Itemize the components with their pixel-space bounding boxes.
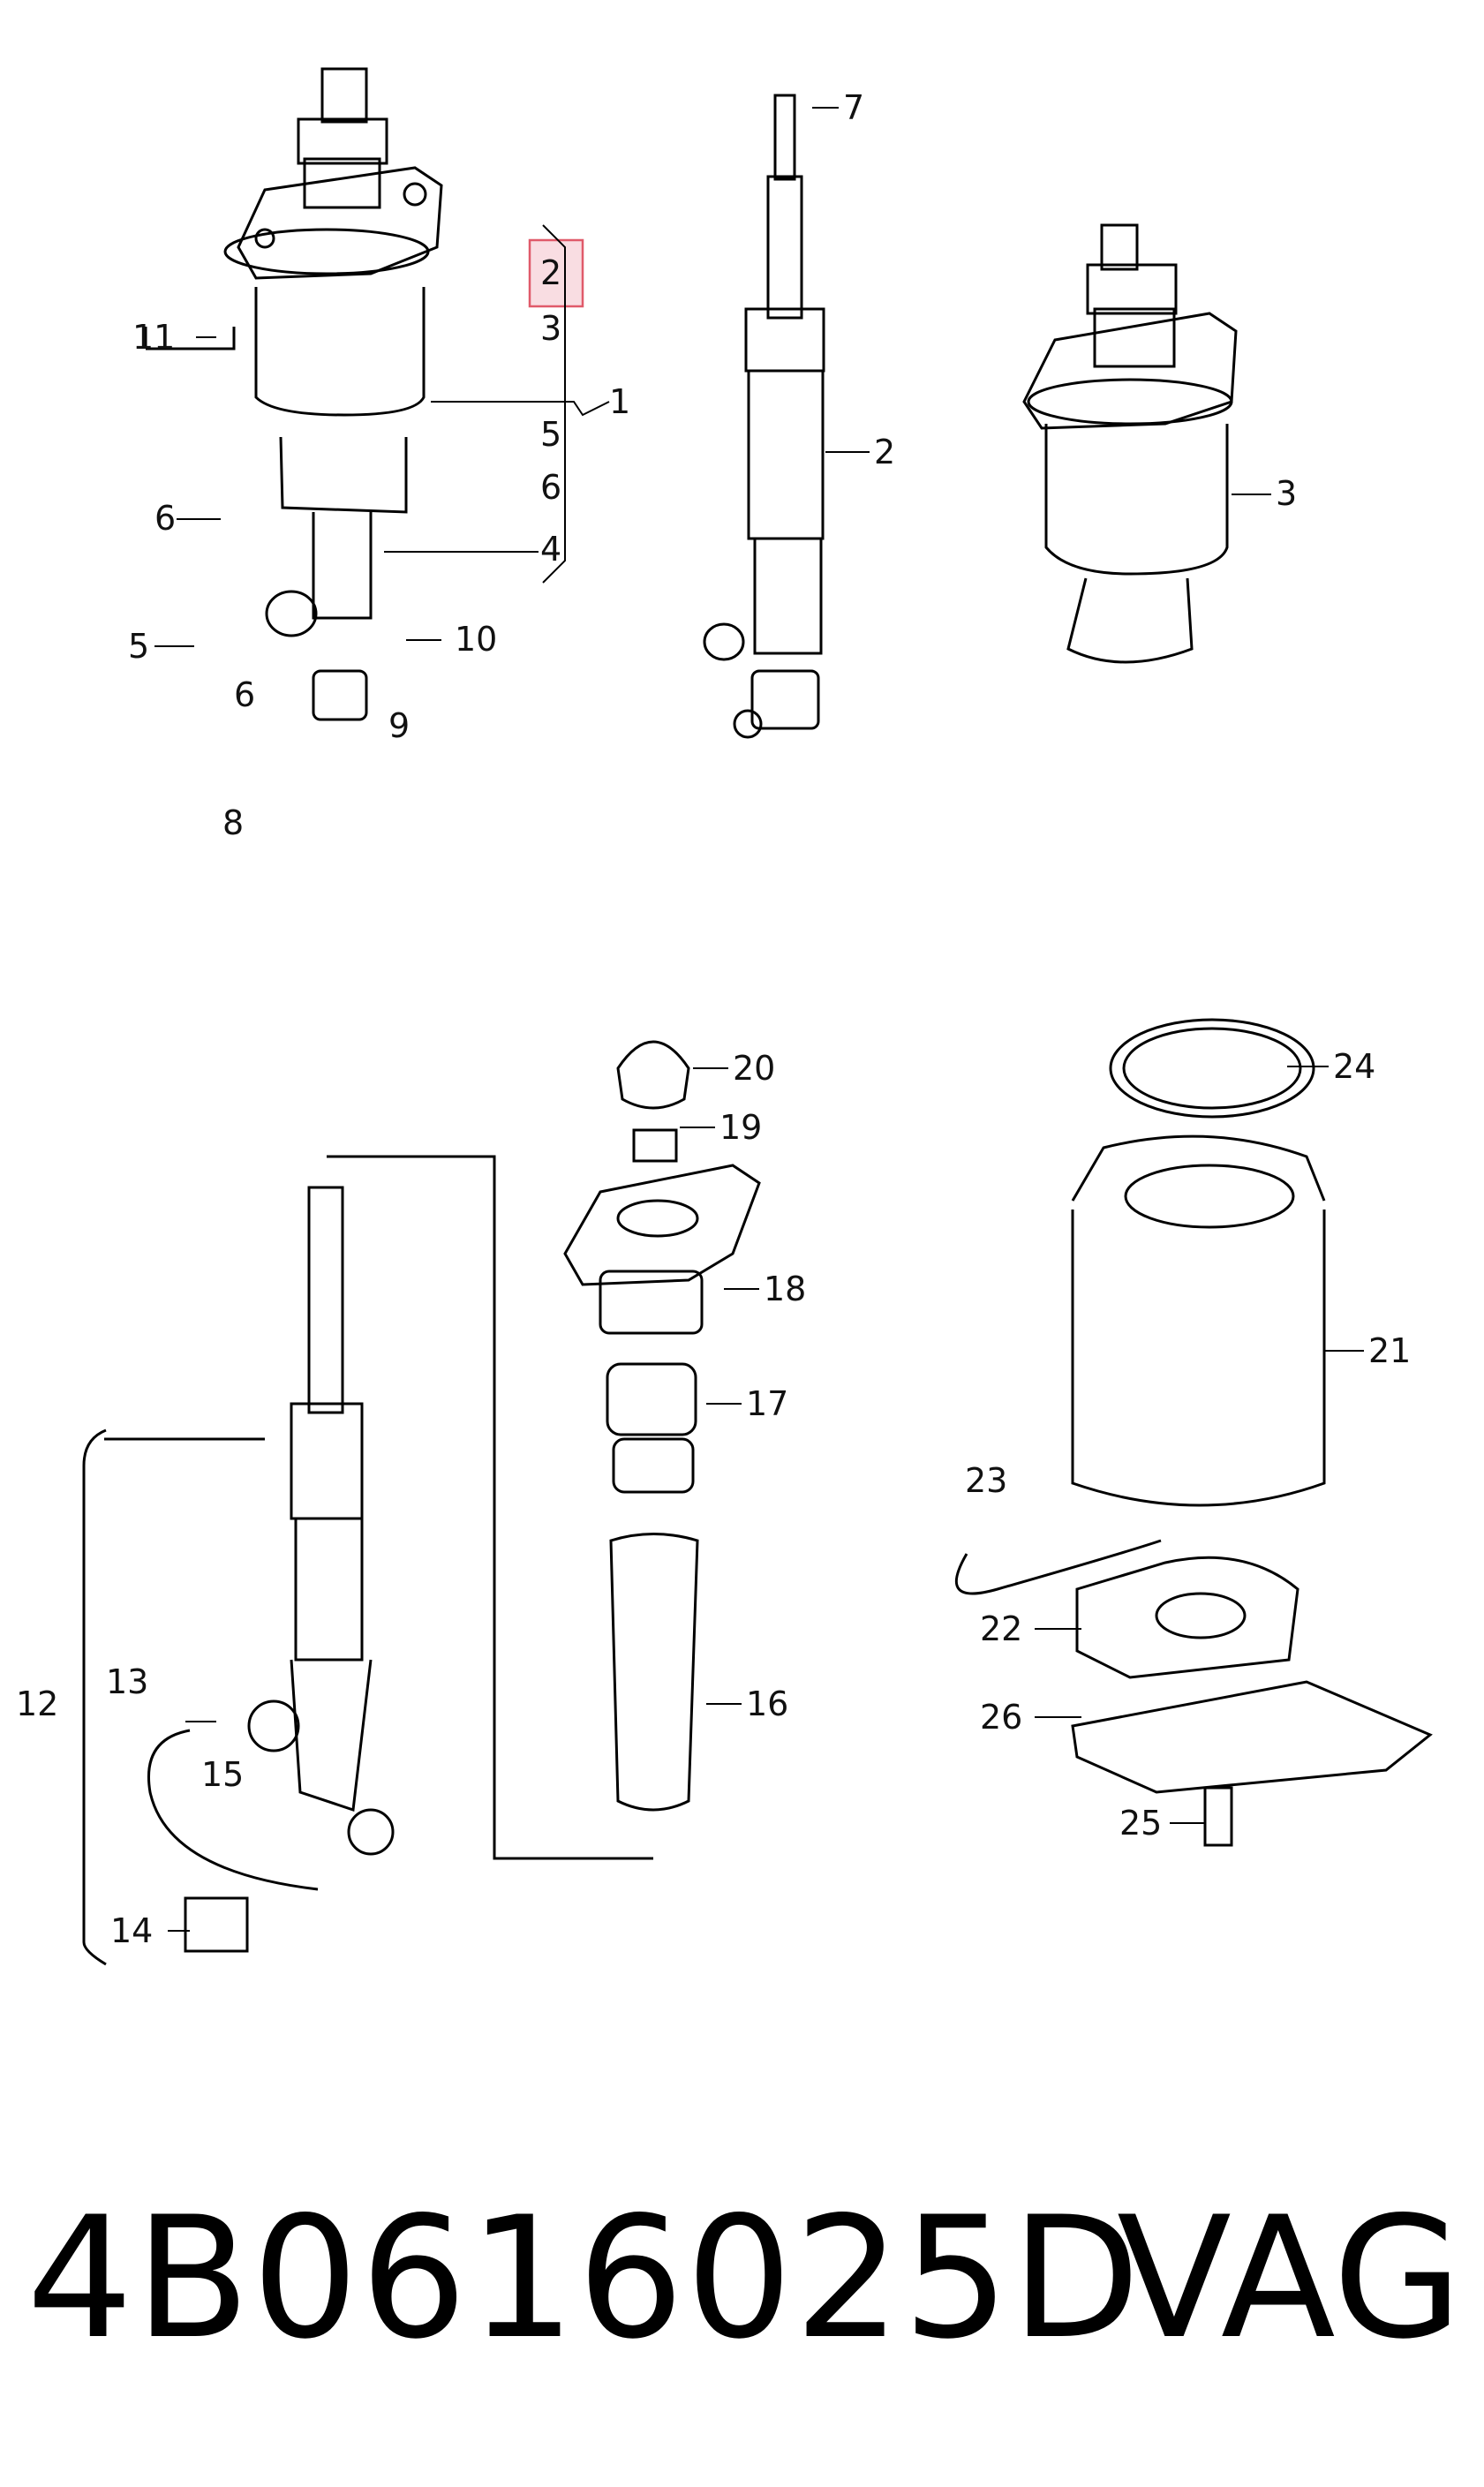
callout-22: 22 [980,1609,1022,1648]
highlight-box [528,238,584,308]
brand-name: VAG [1117,2181,1463,2376]
callout-1: 1 [609,382,630,421]
mount-stack [563,1040,761,1812]
callout-10: 10 [455,620,497,659]
callout-6c: 6 [234,675,255,714]
callout-21: 21 [1368,1331,1411,1370]
air-spring-3 [1022,223,1238,664]
callout-19: 19 [719,1108,762,1147]
callout-2: 2 [874,433,895,471]
callout-3b: 3 [1276,474,1297,513]
callout-5b: 5 [128,627,149,666]
callout-12: 12 [16,1684,58,1723]
callout-9: 9 [388,706,410,745]
callout-26: 26 [980,1698,1022,1737]
callout-4: 4 [540,530,561,569]
callout-5: 5 [540,415,561,454]
part-number: 4B0616025D [26,2181,1142,2376]
callout-17: 17 [746,1384,788,1423]
callout-7: 7 [843,88,864,127]
callout-20: 20 [733,1049,775,1088]
callout-15: 15 [201,1755,244,1794]
callout-18: 18 [764,1270,806,1308]
callout-3: 3 [540,309,561,348]
callout-14: 14 [110,1911,153,1950]
callout-23: 23 [965,1461,1007,1500]
callout-2-highlighted: 2 [540,253,561,292]
callout-24: 24 [1333,1047,1375,1086]
strut-assembly-1 [144,67,443,721]
callout-6b: 6 [154,499,176,538]
callout-13: 13 [106,1662,148,1701]
callout-11: 11 [132,318,175,357]
air-spring-21 [954,1018,1433,1847]
shock-absorber-2 [703,94,825,739]
shock-assembly-12 [82,1155,653,1966]
callout-16: 16 [746,1684,788,1723]
callout-6: 6 [540,468,561,507]
callout-8: 8 [222,803,244,842]
callout-25: 25 [1119,1804,1162,1843]
